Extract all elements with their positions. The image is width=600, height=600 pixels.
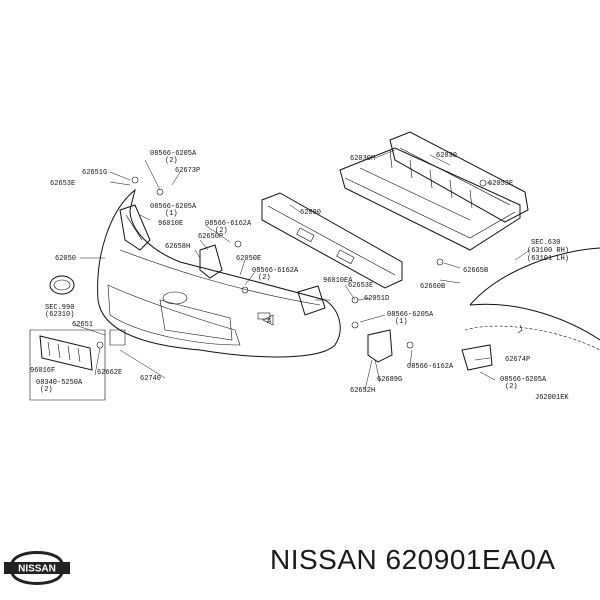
label-62653e-left: 62653E bbox=[50, 180, 75, 188]
label-62050e: 62050E bbox=[236, 255, 261, 263]
label-08566-6205a-d: 08566-6205A bbox=[500, 376, 547, 384]
part-number-caption: NISSAN 620901EA0A bbox=[270, 544, 556, 575]
label-96010ea: 96010EA bbox=[323, 277, 353, 285]
label-08566-6162a-b: 08566-6162A bbox=[252, 267, 299, 275]
bumper-fascia-part bbox=[97, 188, 341, 358]
label-sec630-lh: (63101 LH) bbox=[527, 255, 569, 263]
label-sec630: SEC.630 bbox=[531, 239, 560, 247]
label-62650p: 62650P bbox=[198, 233, 223, 241]
label-qty2-e: (2) bbox=[505, 383, 518, 391]
label-62689g: 62689G bbox=[377, 376, 402, 384]
label-62050: 62050 bbox=[55, 255, 76, 263]
label-08566-6205a-a: 08566-6205A bbox=[150, 150, 197, 158]
label-62030: 62030 bbox=[436, 152, 457, 160]
label-62651: 62651 bbox=[72, 321, 93, 329]
label-62051d: 62051D bbox=[364, 295, 389, 303]
label-08566-6205a-b: 08566-6205A bbox=[150, 203, 197, 211]
callout-labels: 62030M 62030 62053E 62090 SEC.630 (63100… bbox=[30, 150, 569, 402]
label-62673p: 62673P bbox=[175, 167, 200, 175]
label-96010e: 96010E bbox=[158, 220, 183, 228]
label-62665b: 62665B bbox=[463, 267, 488, 275]
nissan-logo: NISSAN bbox=[2, 541, 72, 595]
label-08566-6162a-c: 08566-6162A bbox=[407, 363, 454, 371]
label-62030m: 62030M bbox=[350, 155, 375, 163]
label-96016f: 96016F bbox=[30, 367, 55, 375]
lower-grille-part bbox=[29, 329, 106, 401]
label-62674p: 62674P bbox=[505, 356, 530, 364]
label-62662e: 62662E bbox=[97, 369, 122, 377]
label-62090: 62090 bbox=[300, 209, 321, 217]
label-62660b: 62660B bbox=[420, 283, 445, 291]
label-08566-6162a-a: 08566-6162A bbox=[205, 220, 252, 228]
leader-lines bbox=[74, 149, 531, 391]
label-62652h: 62652H bbox=[350, 387, 375, 395]
label-62053e-top: 62053E bbox=[488, 180, 513, 188]
fender-part bbox=[464, 247, 600, 351]
label-qty2-d: (2) bbox=[40, 386, 53, 394]
label-qty1-b: (1) bbox=[395, 318, 408, 326]
label-qty2-c: (2) bbox=[258, 274, 271, 282]
label-62740: 62740 bbox=[140, 375, 161, 383]
label-62651g: 62651G bbox=[82, 169, 107, 177]
label-62658h: 62658H bbox=[165, 243, 190, 251]
label-sec990-sub: (62310) bbox=[45, 311, 74, 319]
right-bracket-part bbox=[297, 285, 493, 371]
nissan-logo-text: NISSAN bbox=[18, 564, 56, 575]
label-sec630-rh: (63100 RH) bbox=[527, 247, 569, 255]
marker-a-label: A bbox=[267, 318, 272, 326]
label-qty1-a: (1) bbox=[165, 210, 178, 218]
left-bracket-part bbox=[119, 204, 151, 251]
label-08566-6205a-c: 08566-6205A bbox=[387, 311, 434, 319]
emblem-part bbox=[49, 275, 75, 295]
bumper-beam-part bbox=[261, 192, 403, 289]
label-08340-5250a: 08340-5250A bbox=[36, 379, 83, 387]
figure-code: J62001EK bbox=[535, 394, 569, 402]
label-qty2-a: (2) bbox=[165, 157, 178, 165]
section-marker-a: A bbox=[262, 314, 274, 326]
label-qty2-b: (2) bbox=[215, 227, 228, 235]
upper-bracket-part bbox=[389, 131, 529, 223]
label-62653e-mid: 62653E bbox=[348, 282, 373, 290]
energy-absorber-part bbox=[339, 147, 521, 251]
label-sec990: SEC.990 bbox=[45, 304, 74, 312]
center-bracket-part bbox=[199, 244, 223, 279]
